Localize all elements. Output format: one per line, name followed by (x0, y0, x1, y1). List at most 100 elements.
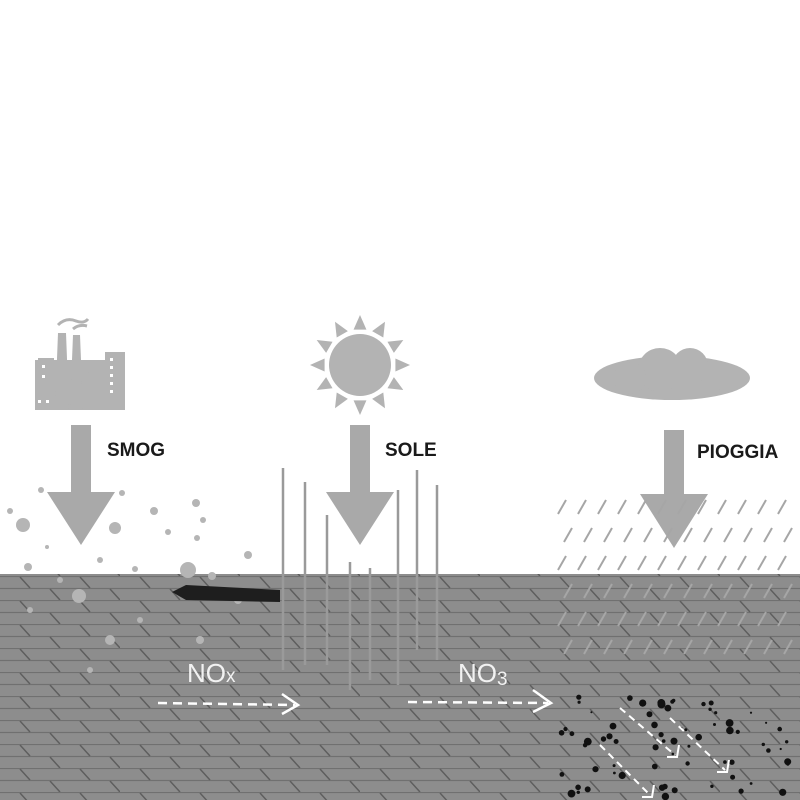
rain-streak (663, 639, 673, 655)
rain-streak (637, 611, 647, 627)
nitrate-particle (600, 736, 607, 742)
sun-spike (372, 321, 385, 338)
rain-streak (563, 639, 573, 655)
nitrate-particle (613, 739, 619, 744)
rain-streak (717, 499, 727, 515)
nitrate-particle (558, 730, 565, 736)
rain-down-arrow (640, 430, 708, 548)
sun-spike (387, 377, 404, 390)
nitrate-particle (749, 711, 753, 714)
nox-label: NOx (187, 658, 236, 688)
pollutant-deposit-arrow (172, 585, 280, 602)
nitrate-particle (749, 782, 753, 785)
nitrate-particle (658, 732, 664, 738)
rain-streak (603, 583, 613, 599)
nitrate-particle (577, 700, 581, 704)
smog-particle (38, 487, 44, 493)
leaching-arrows (599, 707, 730, 798)
nitrate-particle (714, 711, 718, 715)
smog-particle (27, 607, 33, 613)
rain-streak (697, 555, 707, 571)
smog-particle (196, 636, 204, 644)
sun-down-arrow (326, 425, 394, 545)
nitrate-particle (606, 733, 613, 740)
smog-down-arrow (47, 425, 115, 545)
rain-streak (663, 583, 673, 599)
rain-streak (743, 527, 753, 543)
rain-streak (643, 639, 653, 655)
rain-streak (577, 611, 587, 627)
smog-particle (119, 490, 125, 496)
rain-streak (623, 527, 633, 543)
sun-spike (335, 321, 348, 338)
nitrate-particle (735, 729, 740, 735)
nitrate-particle (670, 737, 678, 745)
rain-streak (563, 527, 573, 543)
rain-streak (583, 639, 593, 655)
sun-spike (316, 377, 333, 390)
nitrate-particle (730, 774, 736, 780)
sun-spike (316, 340, 333, 353)
rain-streak (723, 583, 733, 599)
nitrate-particle (651, 721, 658, 729)
rain-streak (697, 611, 707, 627)
smog-particle (87, 667, 93, 673)
nitrate-particle (779, 747, 782, 751)
leaching-arrow-head (717, 759, 730, 773)
smog-particle (7, 508, 13, 514)
nitrate-particle (575, 784, 581, 791)
rain-streak (777, 555, 787, 571)
rain-streak (643, 527, 653, 543)
nox-dashed-arrow (157, 692, 301, 716)
rain-streak (557, 555, 567, 571)
smog-particle (105, 635, 115, 645)
rain-streak (557, 499, 567, 515)
rain-streak (717, 555, 727, 571)
no3-dashed-arrow (407, 688, 554, 714)
smog-particle (244, 551, 252, 559)
nitrate-particle (646, 711, 653, 718)
factory-icon (35, 317, 125, 410)
nitrate-particle (627, 695, 633, 701)
nitrate-particle (784, 758, 792, 766)
smog-label: SMOG (107, 440, 165, 461)
nitrate-particle (652, 744, 659, 751)
nitrate-particle (609, 722, 617, 730)
nitrate-particle (708, 700, 714, 706)
rain-streak (757, 499, 767, 515)
smog-particle (24, 563, 32, 571)
smog-particle (192, 499, 200, 507)
sun-icon (310, 315, 410, 415)
rain-streak (723, 527, 733, 543)
rain-streak (757, 611, 767, 627)
nitrate-particle (612, 764, 616, 768)
nitrate-particle (618, 771, 626, 780)
nitrate-particle (576, 790, 580, 794)
rain-streak (597, 555, 607, 571)
smog-particle (109, 522, 121, 534)
smog-particle (97, 557, 103, 563)
rain-streak (603, 639, 613, 655)
rain-streak (583, 527, 593, 543)
nitrate-particle (726, 726, 734, 735)
rain-streak (677, 611, 687, 627)
nitrate-particle (567, 789, 576, 798)
leaching-arrow-shaft (619, 707, 676, 756)
leaching-arrow-head (642, 784, 655, 798)
rain-streak (737, 555, 747, 571)
nitrate-particle (713, 723, 716, 726)
nitrate-particle (766, 748, 771, 753)
nitrate-particle (613, 771, 616, 775)
nitrate-particles (558, 694, 792, 800)
cloud-icon (594, 348, 750, 400)
rain-streak (563, 583, 573, 599)
rain-streak (703, 527, 713, 543)
nitrate-particle (687, 744, 691, 748)
rain-streak (577, 555, 587, 571)
nitrate-particle (725, 719, 734, 727)
rain-streak (637, 555, 647, 571)
rain-streak (657, 499, 667, 515)
rain-streak (783, 527, 793, 543)
rain-streak (623, 639, 633, 655)
